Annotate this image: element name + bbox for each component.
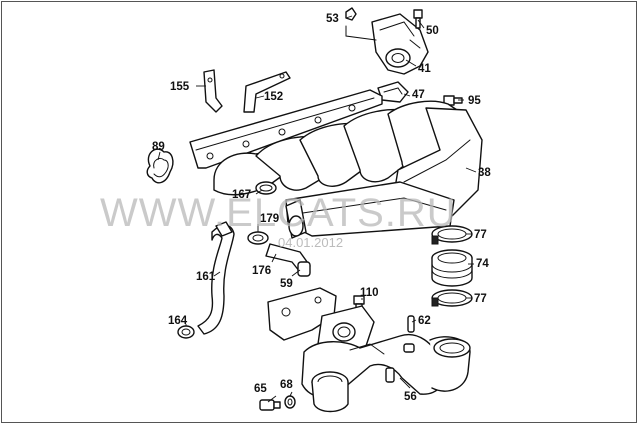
part-53-clip[interactable] — [345, 7, 377, 41]
callout-53[interactable]: 53 — [326, 13, 339, 25]
part-65-fitting[interactable] — [259, 399, 281, 411]
part-155-bracket[interactable] — [203, 69, 223, 113]
part-74-coupling-sleeve[interactable] — [431, 249, 473, 287]
callout-41[interactable]: 41 — [418, 63, 431, 75]
part-77-upper-clamp[interactable] — [431, 225, 473, 245]
callout-110[interactable]: 110 — [360, 287, 379, 299]
callout-152[interactable]: 152 — [264, 91, 283, 103]
callout-167[interactable]: 167 — [232, 189, 251, 201]
callout-62[interactable]: 62 — [418, 315, 431, 327]
callout-89[interactable]: 89 — [152, 141, 165, 153]
part-89-gasket[interactable] — [146, 148, 174, 184]
callout-65[interactable]: 65 — [254, 383, 267, 395]
part-50-bolt[interactable] — [413, 9, 423, 29]
watermark-site: WWW.ELCATS.RU — [100, 191, 457, 235]
part-59-connector[interactable] — [297, 261, 311, 277]
callout-155[interactable]: 155 — [170, 81, 190, 93]
part-152-bracket[interactable] — [243, 71, 291, 113]
callout-161[interactable]: 161 — [196, 271, 216, 283]
callout-47[interactable]: 47 — [412, 89, 425, 101]
part-161-hose[interactable] — [197, 221, 235, 335]
part-68-washer[interactable] — [284, 395, 296, 409]
watermark-date: 04.01.2012 — [278, 235, 343, 250]
part-56-lower-intake-pipe[interactable] — [267, 287, 471, 413]
callout-164[interactable]: 164 — [168, 315, 188, 327]
part-41-throttle-housing[interactable] — [371, 13, 429, 75]
leader-lines — [157, 15, 477, 403]
callout-50[interactable]: 50 — [426, 25, 439, 37]
callout-95[interactable]: 95 — [468, 95, 481, 107]
callout-68[interactable]: 68 — [280, 379, 293, 391]
part-62-stud[interactable] — [407, 315, 415, 333]
callout-38[interactable]: 38 — [478, 167, 491, 179]
callout-179[interactable]: 179 — [260, 213, 279, 225]
callout-77-lower[interactable]: 77 — [474, 293, 487, 305]
part-164-clamp[interactable] — [177, 325, 195, 339]
callout-74[interactable]: 74 — [476, 258, 489, 270]
callout-56[interactable]: 56 — [404, 391, 417, 403]
callout-77-upper[interactable]: 77 — [474, 229, 487, 241]
callout-176[interactable]: 176 — [252, 265, 271, 277]
callout-59[interactable]: 59 — [280, 278, 293, 290]
